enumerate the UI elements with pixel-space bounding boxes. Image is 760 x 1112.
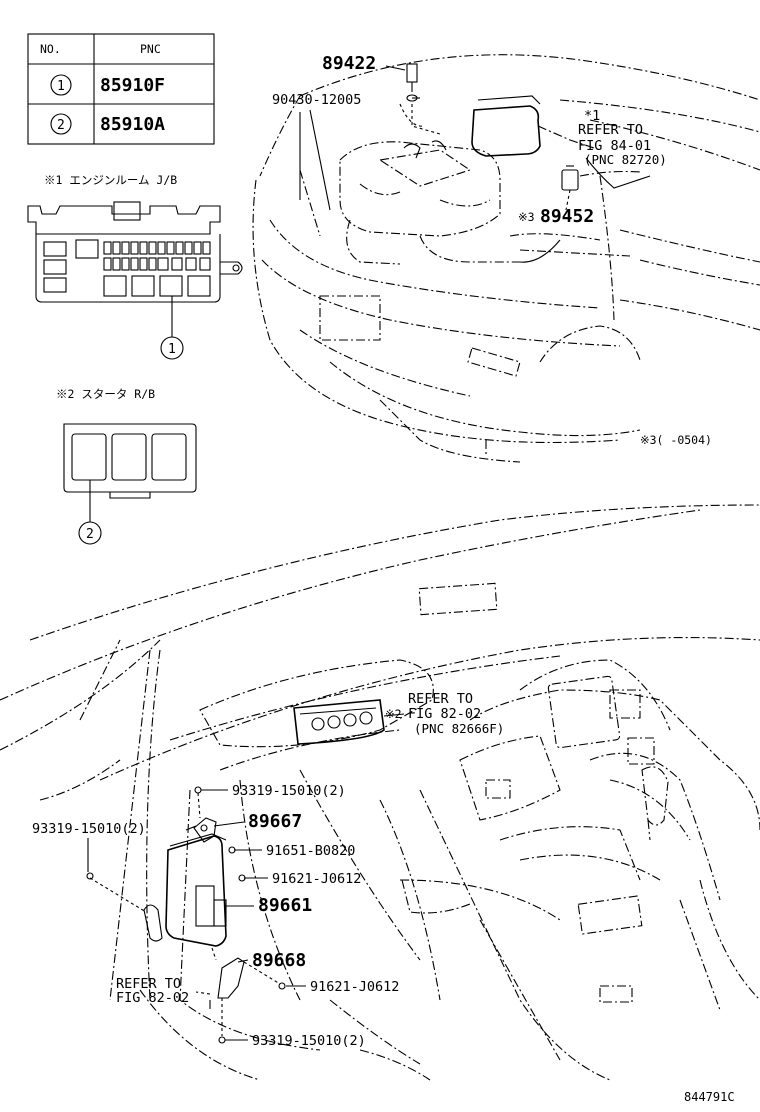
drawing-number: 844791C bbox=[684, 1090, 735, 1104]
label-refer-to-82-a: REFER TO bbox=[408, 691, 473, 707]
table-row-2-circle bbox=[50, 113, 72, 135]
inset2-callout: 2 bbox=[86, 527, 94, 542]
fuse-row bbox=[103, 241, 211, 271]
label-89422[interactable]: 89422 bbox=[322, 53, 376, 74]
label-refer-to-84: REFER TO bbox=[578, 122, 643, 138]
starter-relay-block[interactable] bbox=[63, 423, 197, 545]
inset1-callout: 1 bbox=[168, 342, 176, 357]
label-star2: ※2 bbox=[385, 707, 402, 721]
label-89667[interactable]: 89667 bbox=[248, 811, 302, 832]
label-91621-j0612-bottom[interactable]: 91621-J0612 bbox=[310, 979, 399, 995]
inset2-label: ※2 スタータ R/B bbox=[56, 387, 155, 401]
label-fig-82-02-b[interactable]: FIG 82-02 bbox=[116, 990, 189, 1006]
label-star1: *1 bbox=[584, 108, 600, 124]
engine-room-junction-block[interactable] bbox=[27, 201, 243, 360]
table-row-1-no: 1 bbox=[57, 79, 65, 94]
label-89668[interactable]: 89668 bbox=[252, 950, 306, 971]
table-row-1-pnc[interactable]: 85910F bbox=[100, 75, 165, 96]
part-89422-sensor[interactable] bbox=[406, 63, 418, 83]
pnc-table bbox=[27, 33, 215, 145]
label-91651-b0820[interactable]: 91651-B0820 bbox=[266, 843, 355, 859]
inset2-callout-circle bbox=[78, 521, 102, 545]
label-pnc-82720: (PNC 82720) bbox=[584, 152, 667, 167]
part-89668-bracket[interactable] bbox=[217, 957, 245, 999]
table-header-pnc: PNC bbox=[140, 42, 161, 56]
label-93319-15010-bottom[interactable]: 93319-15010(2) bbox=[252, 1033, 366, 1049]
label-fig-82-02-a[interactable]: FIG 82-02 bbox=[408, 706, 481, 722]
label-pnc-82666f: (PNC 82666F) bbox=[414, 721, 504, 736]
inset1-callout-circle bbox=[160, 336, 184, 360]
label-refer-to-82-b: REFER TO bbox=[116, 976, 181, 992]
label-91621-j0612-top[interactable]: 91621-J0612 bbox=[272, 871, 361, 887]
label-89452[interactable]: 89452 bbox=[540, 206, 594, 227]
label-93319-15010-top[interactable]: 93319-15010(2) bbox=[232, 783, 346, 799]
label-93319-15010-left[interactable]: 93319-15010(2) bbox=[32, 821, 146, 837]
table-row-1-circle bbox=[50, 74, 72, 96]
relay-callout-target bbox=[159, 275, 183, 297]
table-header-no: NO. bbox=[40, 42, 61, 56]
part-89667-bracket[interactable] bbox=[193, 817, 217, 843]
table-row-2-pnc[interactable]: 85910A bbox=[100, 114, 165, 135]
label-note3: ※3( -0504) bbox=[640, 433, 712, 447]
part-89452-relay[interactable] bbox=[561, 169, 579, 191]
part-89661-ecu[interactable] bbox=[165, 835, 227, 947]
inset1-label: ※1 エンジンルーム J/B bbox=[44, 173, 177, 187]
table-row-2-no: 2 bbox=[57, 118, 65, 133]
label-89661[interactable]: 89661 bbox=[258, 895, 312, 916]
label-fig-84-01[interactable]: FIG 84-01 bbox=[578, 138, 651, 154]
cabin-view bbox=[0, 504, 760, 1081]
dash-relay-block[interactable] bbox=[293, 699, 385, 745]
label-star3: ※3 bbox=[518, 210, 535, 224]
label-90430-12005[interactable]: 90430-12005 bbox=[272, 92, 361, 108]
engine-room-view bbox=[252, 54, 760, 463]
